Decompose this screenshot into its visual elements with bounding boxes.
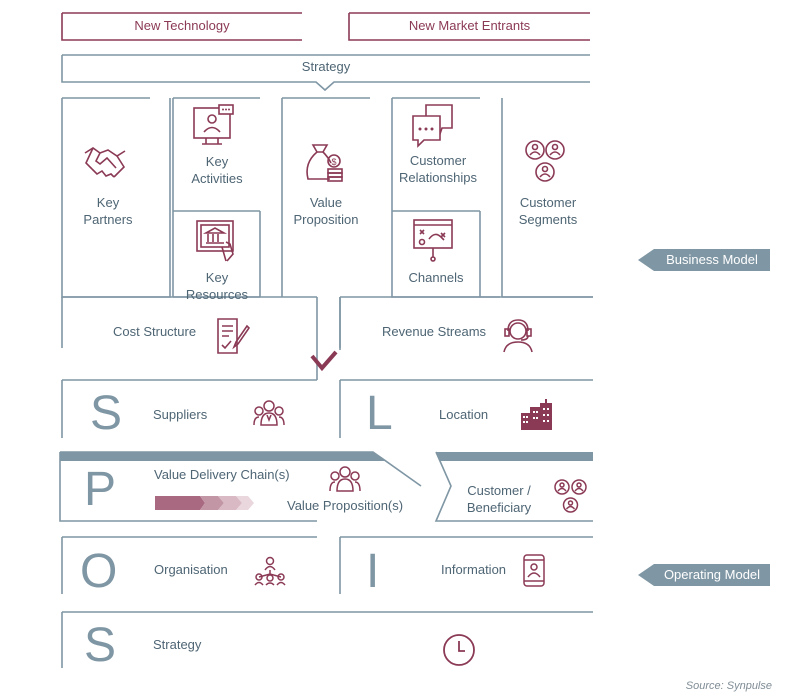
customer-beneficiary-icon	[554, 479, 587, 513]
new-technology-box	[61, 13, 302, 41]
headset-agent-icon	[503, 319, 533, 353]
operating-model-label: Operating Model	[663, 567, 761, 582]
new-market-entrants-box	[348, 13, 590, 41]
strategy-row-label: Strategy	[153, 637, 202, 652]
document-pen-icon	[217, 318, 251, 354]
check-mark-icon	[310, 350, 338, 372]
value-delivery-chain-label: Value Delivery Chain(s)	[154, 467, 290, 482]
tag-arrow-icon	[638, 564, 654, 586]
cost-revenue-boxes	[61, 296, 593, 348]
team-people-icon	[329, 466, 361, 492]
tag-arrow-icon	[638, 249, 654, 271]
organisation-label: Organisation	[154, 562, 228, 577]
operating-model-tag: Operating Model	[638, 564, 770, 586]
new-market-entrants-label: New Market Entrants	[408, 18, 531, 33]
strategy-board-icon	[413, 219, 453, 262]
value-proposition-box	[281, 97, 370, 298]
location-box	[339, 379, 593, 438]
bank-touch-icon	[196, 220, 234, 262]
strategy-letter: S	[84, 619, 117, 672]
chat-bubbles-icon	[412, 104, 453, 148]
value-propositions-label: Value Proposition(s)	[287, 498, 404, 513]
location-letter: L	[366, 387, 393, 440]
customer-segments-label: Customer Segments	[518, 195, 578, 227]
revenue-streams-label: Revenue Streams	[382, 324, 487, 339]
information-label: Information	[441, 562, 507, 577]
handshake-icon	[84, 147, 126, 178]
suppliers-people-icon	[253, 400, 285, 426]
channels-label: Channels	[408, 270, 464, 285]
customer-box-bar	[436, 452, 593, 461]
business-model-tag: Business Model	[638, 249, 770, 271]
location-label: Location	[439, 407, 489, 422]
suppliers-box	[61, 379, 317, 438]
key-partners-label: Key Partners	[83, 195, 133, 227]
strategy-label: Strategy	[301, 59, 351, 74]
key-resources-label: Key Resources	[185, 270, 249, 302]
city-buildings-icon	[521, 399, 552, 430]
customer-beneficiary-label: Customer / Beneficiary	[466, 483, 532, 515]
strategy-banner	[61, 54, 590, 92]
value-proposition-label: Value Proposition	[293, 195, 359, 227]
suppliers-letter: S	[90, 387, 123, 440]
information-letter: I	[366, 545, 380, 598]
customer-group-icon	[525, 140, 565, 182]
presentation-screen-icon	[193, 104, 234, 145]
organisation-letter: O	[80, 545, 118, 598]
money-bag-icon: $	[306, 144, 343, 182]
p-box-bar	[60, 452, 386, 461]
business-model-label: Business Model	[666, 252, 758, 267]
information-box	[339, 536, 593, 594]
org-network-icon	[254, 556, 286, 586]
clock-icon	[443, 634, 475, 666]
key-activities-box	[172, 97, 260, 297]
mobile-profile-icon	[523, 554, 545, 587]
customer-relationships-label: Customer Relationships	[398, 153, 478, 185]
progress-chevrons-icon	[155, 496, 254, 510]
organisation-box	[61, 536, 317, 594]
suppliers-label: Suppliers	[153, 407, 208, 422]
p-letter: P	[84, 463, 117, 516]
strategy-row-box	[61, 611, 593, 668]
new-technology-label: New Technology	[134, 18, 230, 33]
source-credit: Source: Synpulse	[685, 680, 772, 692]
svg-text:$: $	[331, 157, 336, 167]
key-activities-label: Key Activities	[191, 154, 243, 186]
customer-box	[434, 451, 593, 522]
cost-structure-label: Cost Structure	[113, 324, 197, 339]
